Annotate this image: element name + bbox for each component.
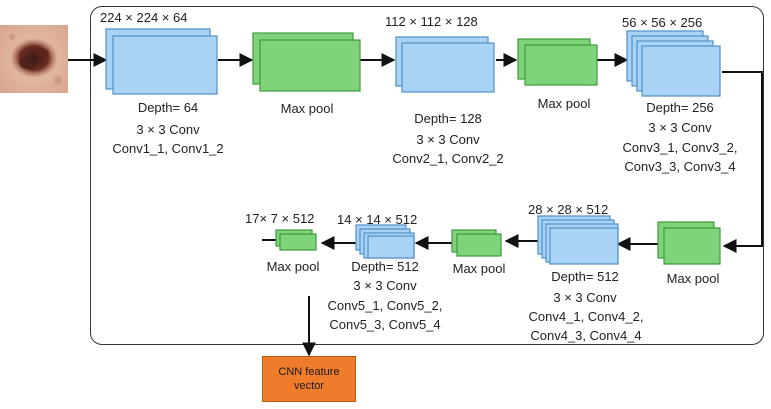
conv1-depth: Depth= 64: [137, 100, 199, 115]
conv3-kernel: 3 × 3 Conv: [648, 120, 712, 135]
conv4-block: [537, 215, 619, 265]
conv4-layers-line2: Conv4_3, Conv4_4: [530, 328, 642, 343]
conv3-block: [626, 30, 721, 97]
conv5-depth: Depth= 512: [351, 259, 419, 274]
conv2-depth: Depth= 128: [414, 111, 482, 126]
cnn-feature-vector-line1: CNN feature: [278, 366, 340, 378]
conv1-dims: 224 × 224 × 64: [100, 10, 188, 25]
cnn-feature-vector-line2: vector: [294, 380, 324, 392]
conv1-block: [105, 28, 218, 95]
conv5-kernel: 3 × 3 Conv: [353, 278, 417, 293]
pool1-block: [252, 32, 361, 92]
conv5-layers-line1: Conv5_1, Conv5_2,: [327, 298, 443, 313]
cnn-feature-vector-box: CNN feature vector: [262, 356, 356, 402]
conv3-depth: Depth= 256: [646, 100, 714, 115]
pool5-label: Max pool: [266, 259, 320, 274]
conv3-layers-line2: Conv3_3, Conv3_4: [624, 159, 736, 174]
conv2-block: [395, 36, 495, 93]
pool3-block: [657, 221, 721, 265]
conv5-dims: 14 × 14 × 512: [337, 212, 418, 227]
network-frame: [90, 6, 764, 345]
pool1-label: Max pool: [280, 101, 334, 116]
conv4-kernel: 3 × 3 Conv: [553, 290, 617, 305]
pool2-block: [517, 38, 598, 86]
input-skin-lesion-image: [0, 25, 68, 93]
pool5-block: [275, 229, 317, 251]
conv4-layers-line1: Conv4_1, Conv4_2,: [528, 309, 644, 324]
conv3-dims: 56 × 56 × 256: [622, 15, 703, 30]
pool5-dims: 17× 7 × 512: [245, 211, 315, 226]
pool4-label: Max pool: [452, 261, 506, 276]
conv2-dims: 112 × 112 × 128: [385, 14, 478, 29]
conv2-layers: Conv2_1, Conv2_2: [392, 151, 504, 166]
conv5-block: [355, 224, 415, 259]
conv5-layers-line2: Conv5_3, Conv5_4: [329, 317, 441, 332]
conv4-depth: Depth= 512: [551, 269, 619, 284]
flow-arrows: [68, 53, 763, 357]
arrow-conv3-to-pool3: [722, 71, 763, 253]
conv1-kernel: 3 × 3 Conv: [136, 122, 200, 137]
conv4-dims: 28 × 28 × 512: [528, 202, 609, 217]
conv1-layers: Conv1_1, Conv1_2: [112, 141, 224, 156]
pool2-label: Max pool: [537, 96, 591, 111]
conv3-layers-line1: Conv3_1, Conv3_2,: [622, 140, 738, 155]
conv2-kernel: 3 × 3 Conv: [416, 132, 480, 147]
pool3-label: Max pool: [666, 271, 720, 286]
pool4-block: [451, 229, 502, 257]
